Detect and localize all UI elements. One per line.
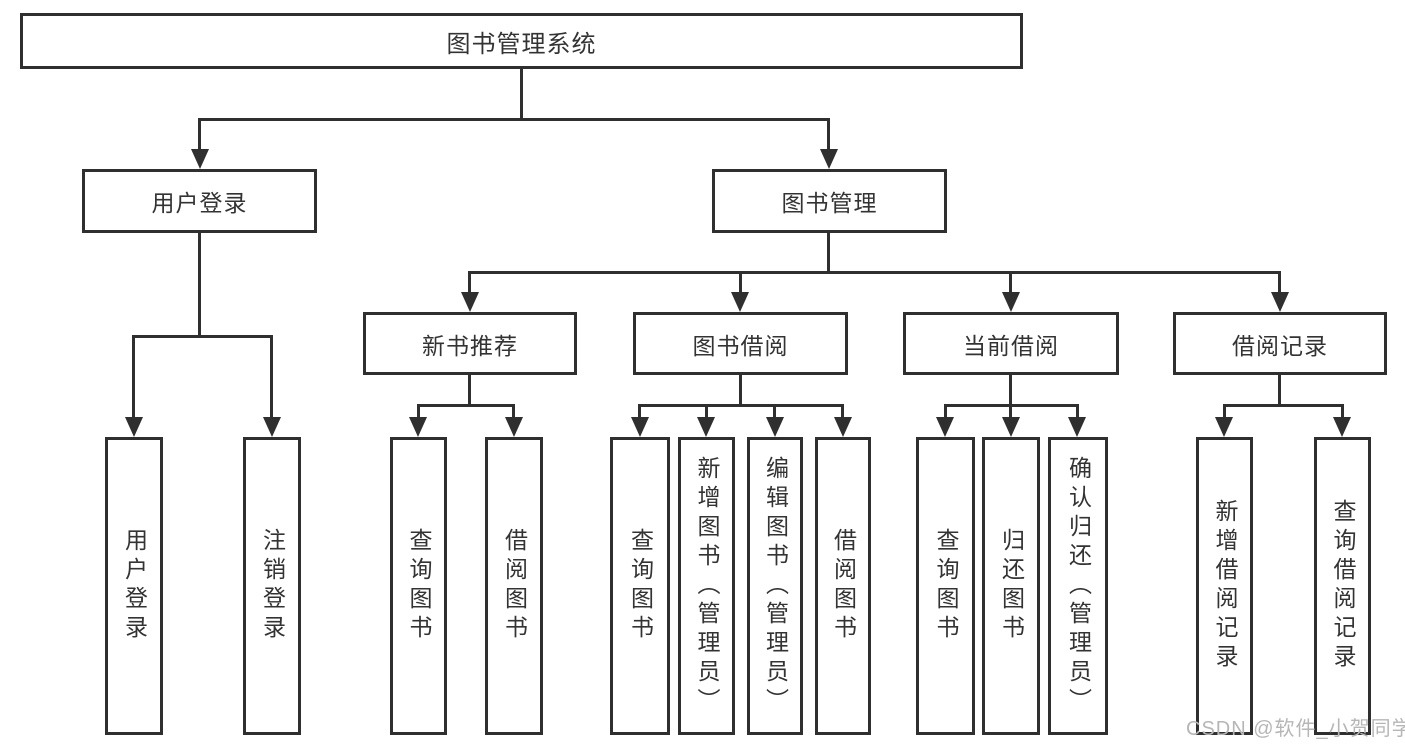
node-current-borrowing: 当前借阅 [903,312,1119,375]
connector-line [638,404,844,407]
node-borrowing-records: 借阅记录 [1173,312,1387,375]
connector-line [827,233,830,274]
arrow-down-icon [263,417,281,437]
leaf-borrowing-query-books: 查询图书 [610,437,670,735]
connector-line [468,375,471,407]
arrow-down-icon [820,149,838,169]
connector-line [1278,375,1281,407]
connector-line [512,404,515,419]
arrow-down-icon [461,292,479,312]
arrow-down-icon [191,149,209,169]
leaf-borrowing-add-books-admin: 新增图书（管理员） [678,437,735,735]
connector-line [1278,271,1281,295]
arrow-down-icon [834,417,852,437]
leaf-recommend-query-books: 查询图书 [390,437,447,735]
connector-line [827,118,830,152]
arrow-down-icon [631,417,649,437]
connector-line [739,271,742,295]
arrow-down-icon [1271,292,1289,312]
leaf-current-confirm-return-admin: 确认归还（管理员） [1048,437,1108,735]
connector-line [270,335,273,419]
leaf-records-add-record: 新增借阅记录 [1196,437,1253,735]
connector-line [468,271,1281,274]
arrow-down-icon [1068,417,1086,437]
connector-line [739,375,742,407]
arrow-down-icon [505,417,523,437]
connector-line [638,404,641,419]
arrow-down-icon [1215,417,1233,437]
arrow-down-icon [125,417,143,437]
leaf-current-query-books: 查询图书 [916,437,975,735]
connector-line [1076,404,1079,419]
arrow-down-icon [1002,417,1020,437]
arrow-down-icon [936,417,954,437]
connector-line [1341,404,1344,419]
connector-line [944,404,947,419]
watermark-csdn: CSDN @软件_小贺同学 [1186,718,1405,740]
arrow-down-icon [409,417,427,437]
connector-line [1223,404,1344,407]
arrow-down-icon [1002,292,1020,312]
connector-line [1009,404,1012,419]
connector-line [198,118,830,121]
connector-line [1223,404,1226,419]
node-book-borrowing: 图书借阅 [633,312,848,375]
arrow-down-icon [766,417,784,437]
connector-line [705,404,708,419]
leaf-current-return-books: 归还图书 [982,437,1040,735]
connector-line [417,404,515,407]
leaf-records-query-record: 查询借阅记录 [1314,437,1371,735]
connector-line [132,335,135,419]
arrow-down-icon [697,417,715,437]
leaf-recommend-borrow-books: 借阅图书 [485,437,543,735]
node-book-management: 图书管理 [712,169,947,233]
connector-line [132,335,273,338]
connector-line [198,118,201,152]
connector-line [198,233,201,337]
leaf-borrowing-borrow-books: 借阅图书 [815,437,871,735]
connector-line [1009,375,1012,407]
arrow-down-icon [1333,417,1351,437]
connector-line [468,271,471,295]
node-library-management-system: 图书管理系统 [20,13,1023,69]
connector-line [417,404,420,419]
connector-line [1009,271,1012,295]
connector-line [841,404,844,419]
connector-line [773,404,776,419]
leaf-user-login: 用户登录 [105,437,163,735]
leaf-logout-login: 注销登录 [243,437,301,735]
leaf-borrowing-edit-books-admin: 编辑图书（管理员） [747,437,803,735]
connector-line [520,69,523,121]
node-user-login: 用户登录 [82,169,317,233]
node-new-book-recommend: 新书推荐 [363,312,577,375]
arrow-down-icon [731,292,749,312]
